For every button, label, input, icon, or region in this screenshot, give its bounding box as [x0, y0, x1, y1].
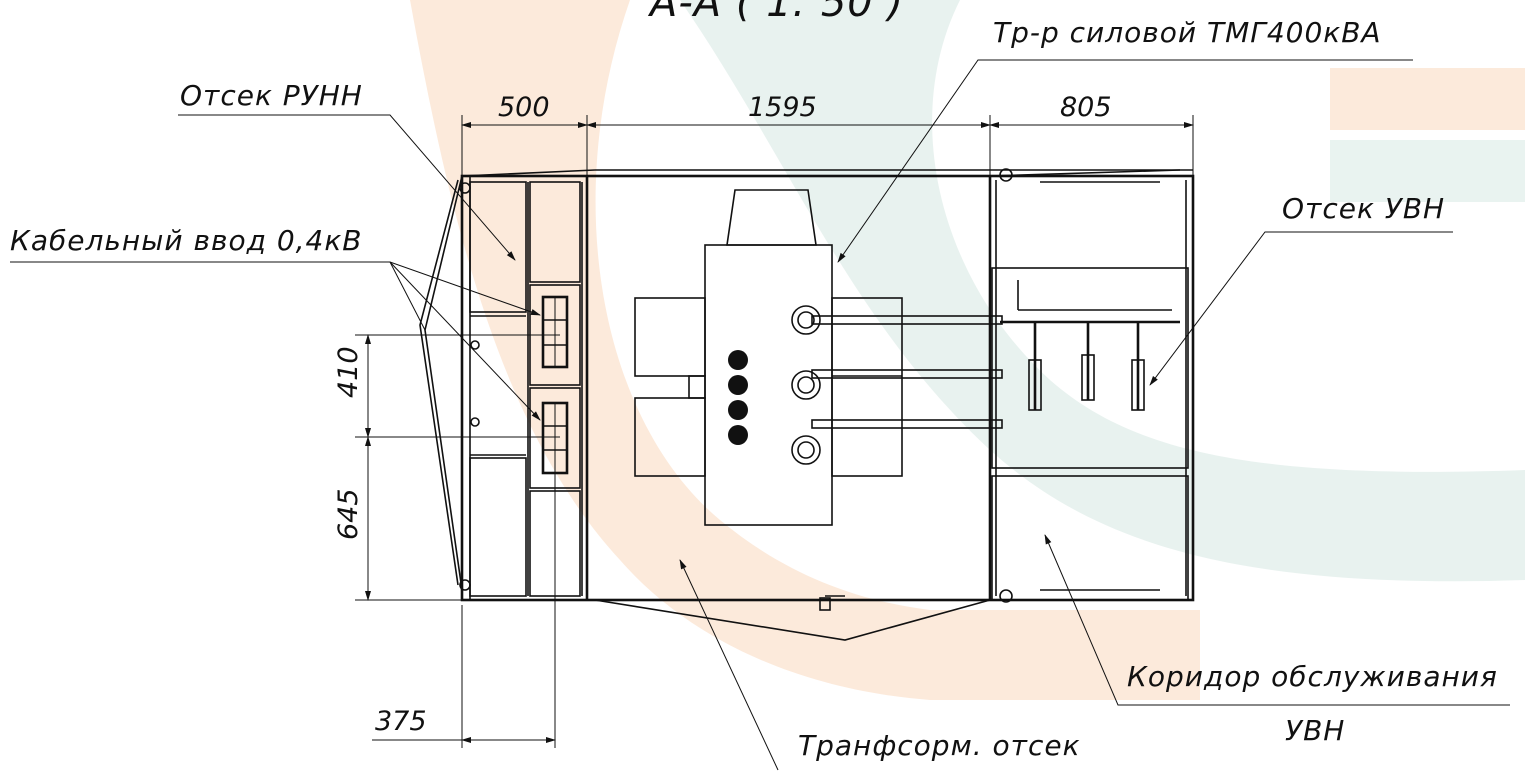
label-hv-compartment: Отсек УВН — [1282, 192, 1445, 225]
bottom-doors — [594, 595, 991, 641]
dimension-805: 805 — [1060, 92, 1112, 123]
label-lv-compartment: Отсек РУНН — [180, 79, 363, 112]
lv-compartment — [419, 175, 583, 600]
label-transformer: Тр-р силовой ТМГ400кВА — [993, 16, 1382, 49]
watermark-orange-arc — [410, 0, 1200, 700]
dimension-1595: 1595 — [748, 92, 817, 123]
watermark-green-band — [1330, 140, 1525, 202]
watermark — [410, 0, 1525, 700]
hv-insulators — [1028, 322, 1145, 411]
watermark-green-arc — [680, 0, 1525, 582]
label-service-corridor: Коридор обслуживания — [1127, 660, 1498, 693]
hv-compartment — [989, 168, 1189, 603]
dimension-375: 375 — [375, 706, 427, 737]
bottom-dimension: 375 — [372, 460, 556, 748]
label-cable-entry: Кабельный ввод 0,4кВ — [10, 224, 363, 257]
left-dimensions: 410 645 — [333, 334, 560, 601]
dimension-410: 410 — [333, 346, 364, 398]
enclosure-outline — [460, 169, 1195, 602]
dimension-500: 500 — [498, 92, 550, 123]
transformer — [634, 189, 1003, 526]
label-service-corridor-hv: УВН — [1285, 714, 1345, 747]
label-transformer-compartment: Транфсорм. отсек — [798, 729, 1080, 762]
leaders — [10, 59, 1510, 771]
section-title: А-А ( 1: 50 ) — [647, 0, 904, 26]
dimension-645: 645 — [333, 488, 364, 540]
watermark-orange-band — [1330, 68, 1525, 130]
top-dimensions: 500 1595 805 — [461, 92, 1194, 180]
